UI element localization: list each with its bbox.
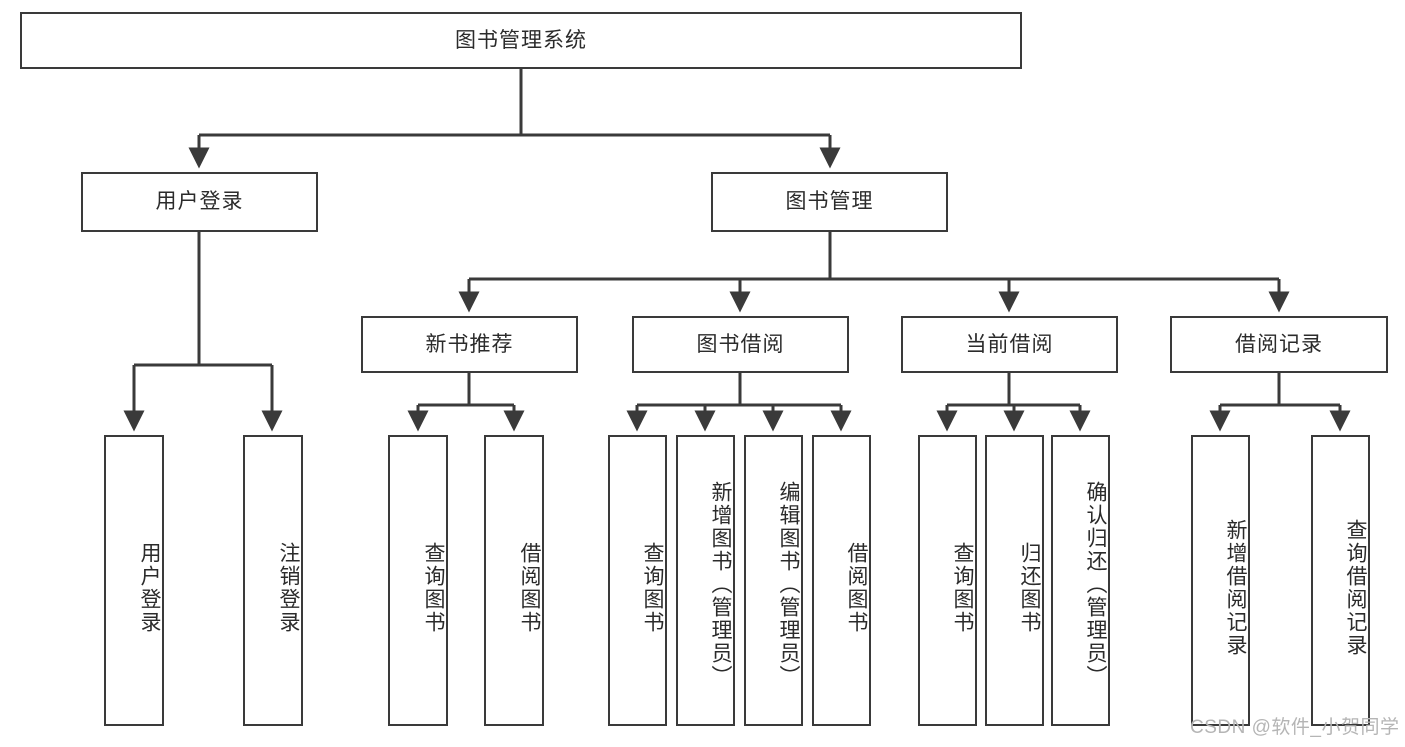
leaf-query-borrow-record-label: 查询借阅记录: [1344, 518, 1367, 657]
leaf-query-book-current[interactable]: 查询图书: [918, 435, 977, 726]
node-book-management-label: 图书管理: [785, 190, 874, 214]
leaf-return-book[interactable]: 归还图书: [985, 435, 1044, 726]
leaf-query-book-recommend-label: 查询图书: [422, 541, 445, 634]
leaf-user-login[interactable]: 用户登录: [104, 435, 164, 726]
leaf-borrow-book-label: 借阅图书: [845, 541, 868, 634]
leaf-confirm-return-admin-label: 确认归还（管理员）: [1084, 481, 1107, 688]
node-borrow-record-label: 借阅记录: [1235, 332, 1323, 356]
node-new-book-recommend[interactable]: 新书推荐: [361, 316, 578, 373]
leaf-logout-label: 注销登录: [277, 541, 300, 634]
leaf-edit-book-admin[interactable]: 编辑图书（管理员）: [744, 435, 803, 726]
leaf-add-borrow-record-label: 新增借阅记录: [1224, 518, 1247, 657]
csdn-watermark: CSDN @软件_小贺同学: [1190, 717, 1400, 738]
node-current-borrow-label: 当前借阅: [965, 332, 1054, 356]
leaf-query-book-current-label: 查询图书: [951, 541, 974, 634]
node-user-login-label: 用户登录: [155, 190, 244, 214]
node-book-borrow-label: 图书借阅: [696, 332, 785, 356]
leaf-add-book-admin[interactable]: 新增图书（管理员）: [676, 435, 735, 726]
node-book-management[interactable]: 图书管理: [711, 172, 948, 232]
leaf-user-login-label: 用户登录: [138, 541, 161, 634]
leaf-borrow-book-recommend-label: 借阅图书: [518, 541, 541, 634]
leaf-edit-book-admin-label: 编辑图书（管理员）: [777, 481, 800, 688]
node-user-login[interactable]: 用户登录: [81, 172, 318, 232]
leaf-return-book-label: 归还图书: [1018, 541, 1041, 634]
node-root[interactable]: 图书管理系统: [20, 12, 1022, 69]
node-current-borrow[interactable]: 当前借阅: [901, 316, 1118, 373]
leaf-add-borrow-record[interactable]: 新增借阅记录: [1191, 435, 1250, 726]
leaf-query-borrow-record[interactable]: 查询借阅记录: [1311, 435, 1370, 726]
node-borrow-record[interactable]: 借阅记录: [1170, 316, 1388, 373]
leaf-query-book-recommend[interactable]: 查询图书: [388, 435, 448, 726]
leaf-confirm-return-admin[interactable]: 确认归还（管理员）: [1051, 435, 1110, 726]
node-book-borrow[interactable]: 图书借阅: [632, 316, 849, 373]
leaf-logout[interactable]: 注销登录: [243, 435, 303, 726]
leaf-borrow-book[interactable]: 借阅图书: [812, 435, 871, 726]
leaf-add-book-admin-label: 新增图书（管理员）: [709, 481, 732, 688]
node-root-label: 图书管理系统: [455, 28, 587, 52]
leaf-borrow-book-recommend[interactable]: 借阅图书: [484, 435, 544, 726]
leaf-query-book-borrow-label: 查询图书: [641, 541, 664, 634]
node-new-book-recommend-label: 新书推荐: [425, 332, 514, 356]
leaf-query-book-borrow[interactable]: 查询图书: [608, 435, 667, 726]
